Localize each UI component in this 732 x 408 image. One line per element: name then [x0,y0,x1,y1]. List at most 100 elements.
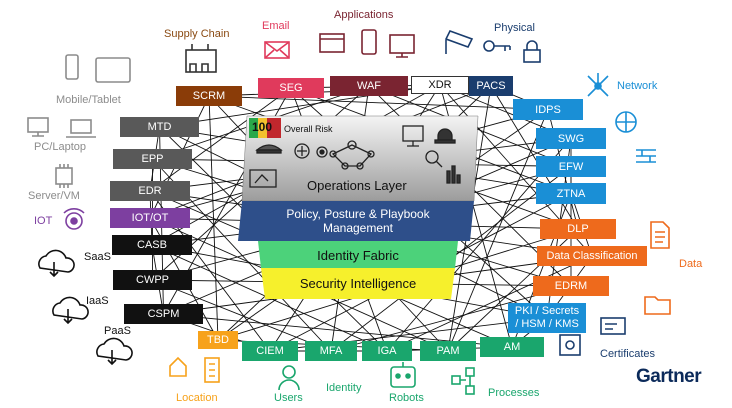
security-camera-icon [444,30,474,54]
connector-line [490,85,579,230]
building-icon [204,357,220,383]
folder-icon [644,296,671,315]
safe-icon [559,334,581,356]
network-graph-icon [329,140,375,170]
ztna-box: ZTNA [536,183,606,204]
mobile-icon [65,54,79,80]
tablet-icon [95,57,131,83]
pki-line-2: / HSM / KMS [515,318,579,330]
users-label: Users [274,392,303,404]
pam-box: PAM [420,341,476,361]
camera-icon [255,144,283,154]
envelope-icon [264,41,290,59]
siren-icon [434,128,456,144]
dlp-box: DLP [540,219,616,239]
data-classification-box: Data Classification [537,246,647,266]
paas-label: PaaS [104,325,131,337]
monitor-code-icon [389,34,415,58]
user-icon [278,365,300,391]
iga-box: IGA [362,341,412,361]
scrm-box: SCRM [176,86,242,106]
certificates-label: Certificates [600,348,656,360]
iot-label: IOT [34,215,53,227]
laptop-icon [66,119,96,138]
network-hub-icon [587,73,609,97]
paas-cloud-icon [96,337,133,366]
policy-line-1: Policy, Posture & Playbook [286,207,430,221]
robot-icon [390,362,416,388]
connector-line [330,285,572,352]
identity-label: Identity [326,382,362,394]
waf-box: WAF [330,76,408,96]
phone-code-icon [361,29,377,55]
pki-box: PKI / Secrets / HSM / KMS [508,303,586,333]
identity-fabric-layer: Identity Fabric [317,247,399,263]
data-label: Data [679,258,703,270]
swg-box: SWG [536,128,606,149]
bar-chart-icon [446,165,461,184]
idps-box: IDPS [513,99,583,120]
operations-icons [249,125,461,188]
connector-line [149,87,292,192]
applications-label: Applications [334,9,394,21]
pacs-box: PACS [469,76,513,96]
tbd-box: TBD [198,331,238,349]
epp-box: EPP [113,149,192,169]
casb-box: CASB [112,235,192,255]
seg-box: SEG [258,78,324,98]
connector-line [386,255,593,352]
mfa-box: MFA [305,341,357,361]
connector-line [152,279,332,352]
document-icon [650,221,670,249]
iot-ot-box: IOT/OT [110,208,190,228]
chip-icon [55,164,73,188]
risk-label: Overall Risk [284,124,333,134]
brain-icon [294,143,310,159]
cspm-box: CSPM [124,304,203,324]
physical-label: Physical [494,22,535,34]
certificate-icon [600,317,626,335]
key-icon [483,40,511,52]
edr-box: EDR [110,181,190,201]
email-label: Email [262,20,290,32]
globe-shield-icon [615,111,637,133]
magnifier-icon [425,150,443,168]
browser-code-icon [319,33,345,53]
am-box: AM [480,337,544,357]
monitor-alert-icon [402,125,424,147]
policy-layer: Policy, Posture & Playbook Management [252,203,464,239]
mobile-tablet-label: Mobile/Tablet [56,94,121,106]
saas-label: SaaS [84,251,111,263]
connector-line [208,95,549,110]
identity-fabric-shape [258,241,458,268]
firewall-icon [636,149,656,163]
xdr-box: XDR [411,76,469,94]
lock-icon [523,40,541,63]
dashboard-monitor-icon [249,169,277,188]
home-icon [169,356,187,377]
risk-score: 100 [252,120,273,134]
network-label: Network [617,80,658,92]
iaas-cloud-icon [52,296,89,325]
mtd-box: MTD [120,117,199,137]
iot-icon [63,208,85,230]
pki-line-1: PKI / Secrets [514,305,580,317]
saas-cloud-icon [38,249,75,278]
location-label: Location [176,392,218,404]
policy-layer-shape [238,201,474,241]
robots-label: Robots [389,392,424,404]
desktop-icon [27,117,49,137]
gartner-logo: Gartner [636,366,702,387]
gear-person-icon [316,146,328,158]
connector-line [447,109,549,352]
factory-icon [185,44,217,73]
security-intelligence-shape [261,268,455,299]
operations-layer-title: Operations Layer [307,178,407,193]
pc-laptop-label: PC/Laptop [34,141,86,153]
security-intelligence-layer: Security Intelligence [299,276,417,291]
process-flow-icon [451,367,475,395]
iaas-label: IaaS [86,295,109,307]
server-vm-label: Server/VM [28,190,80,202]
